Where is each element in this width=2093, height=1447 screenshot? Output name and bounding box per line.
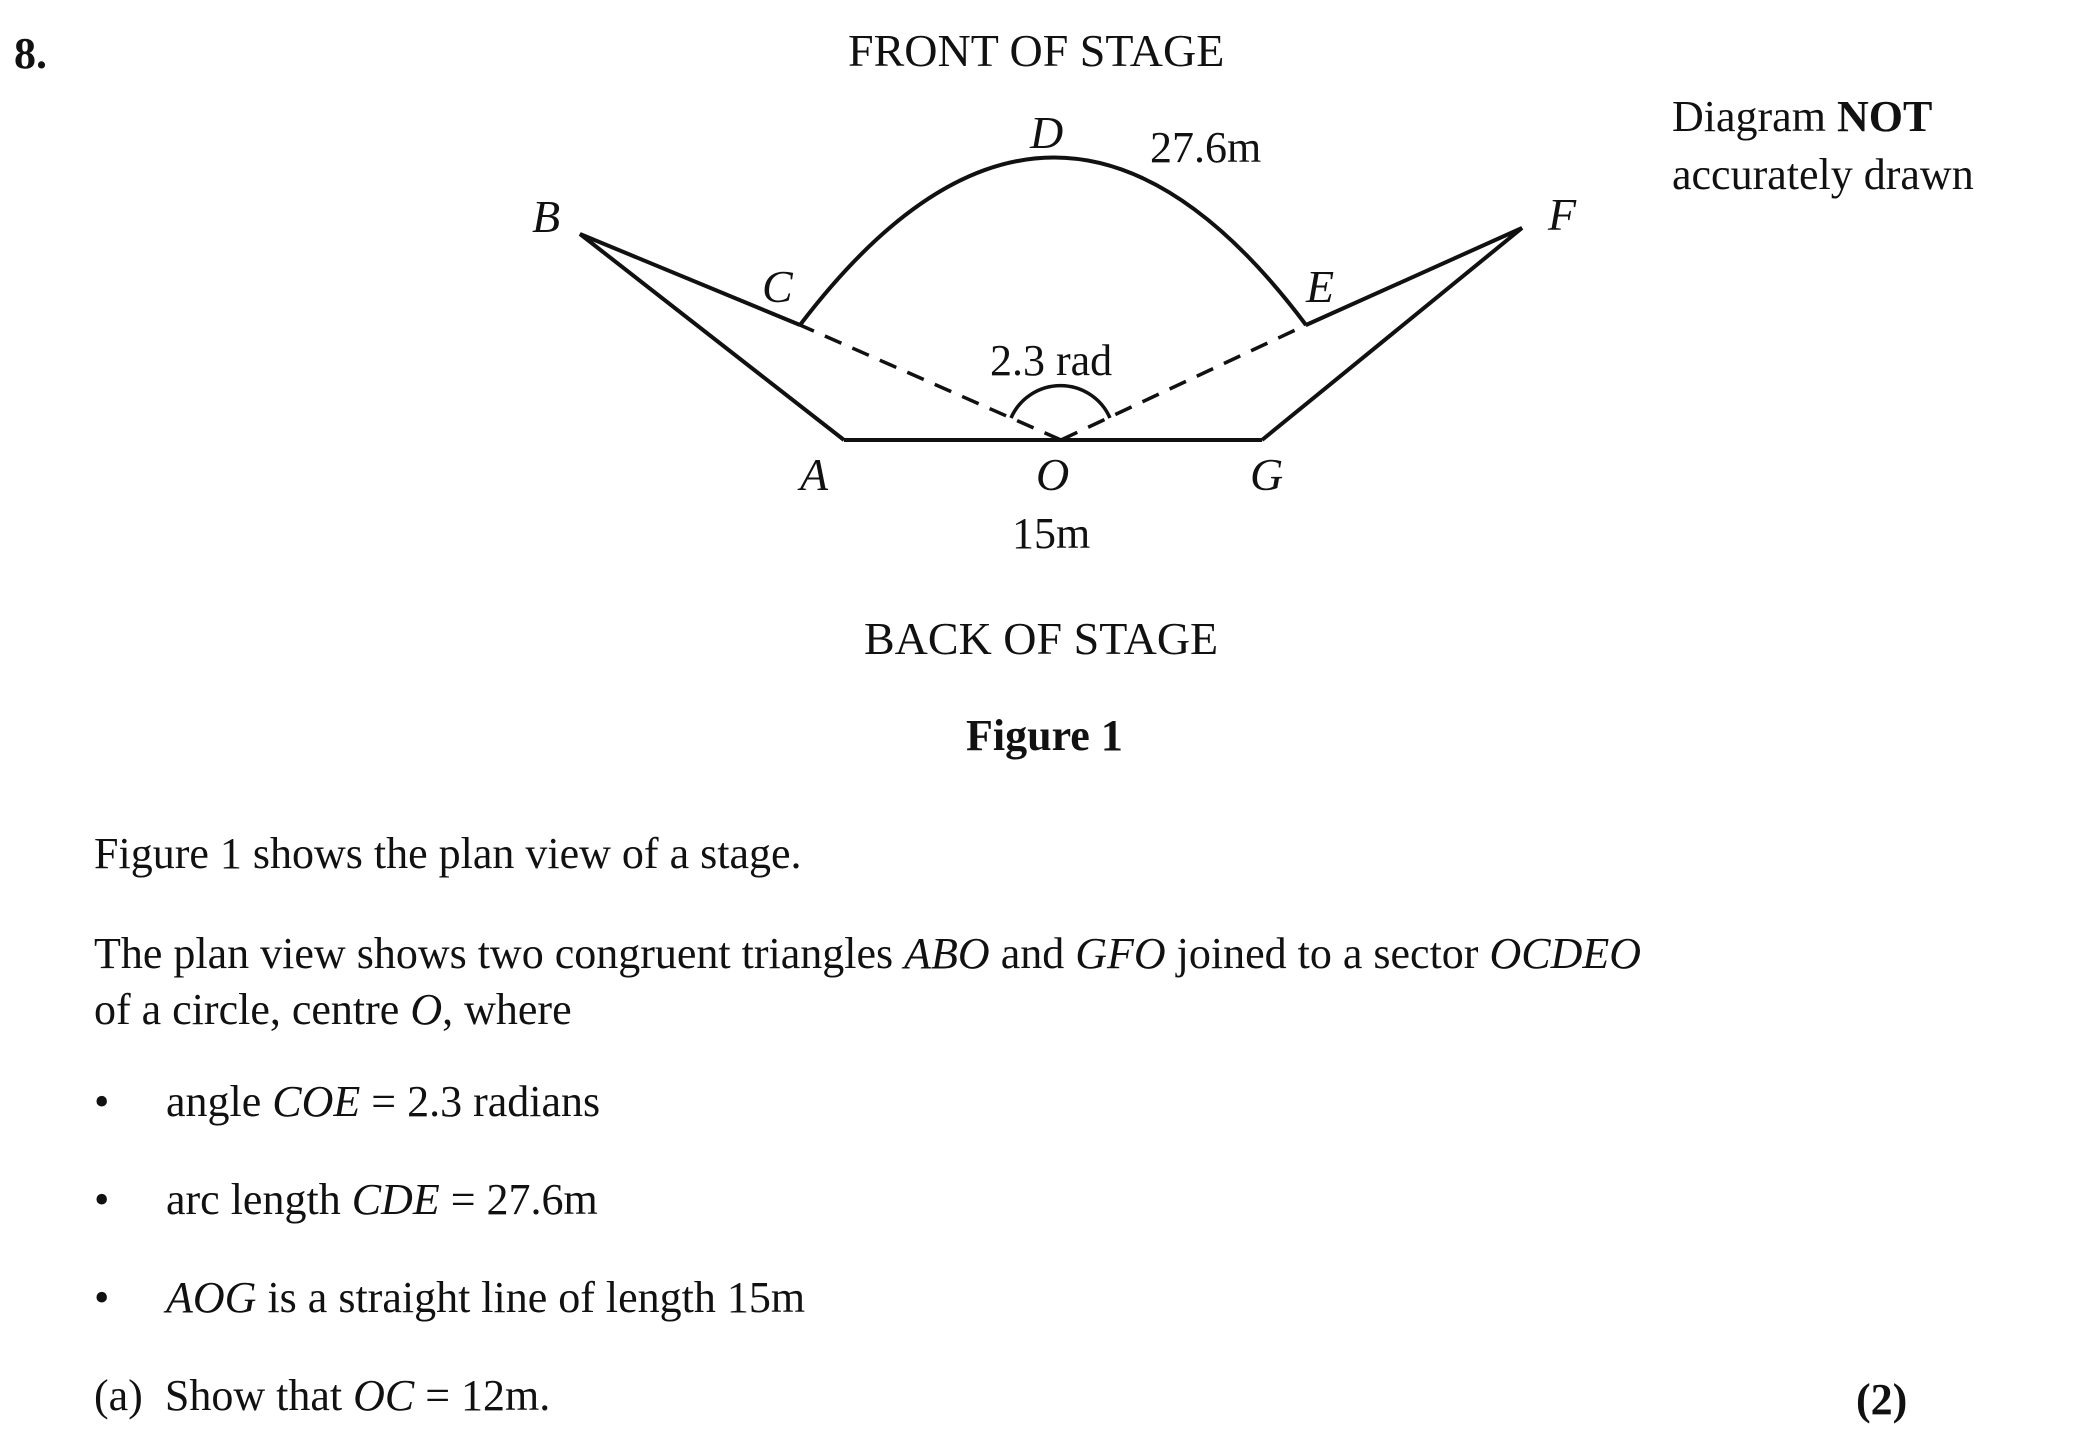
bullet-dot: • — [94, 1273, 110, 1322]
question-number: 8. — [14, 29, 47, 78]
base-length-label: 15m — [1012, 509, 1090, 558]
arc-length-label: 27.6m — [1150, 123, 1261, 172]
part-a-post: = 12m. — [414, 1371, 551, 1420]
note-prefix: Diagram — [1672, 92, 1837, 141]
bullet-angle: • angle COE = 2.3 radians — [94, 1076, 600, 1127]
bullet-1-post: = 2.3 radians — [360, 1077, 601, 1126]
desc-text-1: The plan view shows two congruent triang… — [94, 929, 905, 978]
part-a-pre: Show that — [164, 1371, 354, 1420]
left-triangle-outline — [578, 232, 846, 442]
intro-paragraph: Figure 1 shows the plan view of a stage. — [94, 829, 802, 878]
description-paragraph: The plan view shows two congruent triang… — [94, 926, 1641, 1038]
desc-gfo: GFO — [1075, 929, 1166, 978]
point-label-d: D — [1029, 107, 1063, 158]
note-bold: NOT — [1836, 92, 1933, 141]
point-label-b: B — [532, 191, 560, 242]
desc-text-2: joined to a sector — [1165, 929, 1490, 978]
diagram-note: Diagram NOT accurately drawn — [1672, 88, 1974, 204]
radius-oe — [1060, 323, 1307, 442]
desc-text-4: , where — [442, 985, 572, 1034]
bullet-straight-line: • AOG is a straight line of length 15m — [94, 1272, 805, 1323]
angle-label: 2.3 rad — [990, 336, 1112, 385]
bullet-3-post: is a straight line of length 15m — [256, 1273, 806, 1322]
radius-oc — [799, 323, 1062, 442]
part-a-marks: (2) — [1856, 1375, 1908, 1424]
bullet-2-post: = 27.6m — [439, 1175, 598, 1224]
point-label-g: G — [1250, 449, 1283, 500]
part-a-label: (a) — [94, 1371, 143, 1420]
bullet-2-it: CDE — [351, 1175, 440, 1224]
right-triangle-outline — [1260, 226, 1524, 442]
desc-o: O — [410, 985, 443, 1034]
bullet-3-it: AOG — [166, 1273, 257, 1322]
desc-ocdeo: OCDEO — [1489, 929, 1642, 978]
desc-abo: ABO — [904, 929, 990, 978]
point-label-f: F — [1547, 189, 1577, 240]
bullet-1-pre: angle — [166, 1077, 273, 1126]
point-label-a: A — [797, 449, 829, 500]
part-a-question: (a) Show that OC = 12m. — [94, 1370, 550, 1421]
desc-and: and — [989, 929, 1076, 978]
part-a-it: OC — [353, 1371, 415, 1420]
bullet-dot: • — [94, 1175, 110, 1224]
stage-diagram: B C D 27.6m E F 2.3 rad A O G 15m — [532, 107, 1577, 558]
point-label-o: O — [1036, 449, 1069, 500]
front-of-stage-label: FRONT OF STAGE — [848, 25, 1225, 76]
figure-caption: Figure 1 — [966, 711, 1123, 760]
point-label-c: C — [762, 261, 794, 312]
arc-cde — [798, 155, 1308, 327]
point-label-e: E — [1305, 261, 1334, 312]
note-line2: accurately drawn — [1672, 150, 1974, 199]
bullet-2-pre: arc length — [166, 1175, 352, 1224]
back-of-stage-label: BACK OF STAGE — [864, 613, 1219, 664]
bullet-dot: • — [94, 1077, 110, 1126]
angle-arc-coe — [1009, 383, 1112, 419]
desc-text-3: of a circle, centre — [94, 985, 411, 1034]
bullet-arc-length: • arc length CDE = 27.6m — [94, 1174, 598, 1225]
bullet-1-it: COE — [272, 1077, 361, 1126]
